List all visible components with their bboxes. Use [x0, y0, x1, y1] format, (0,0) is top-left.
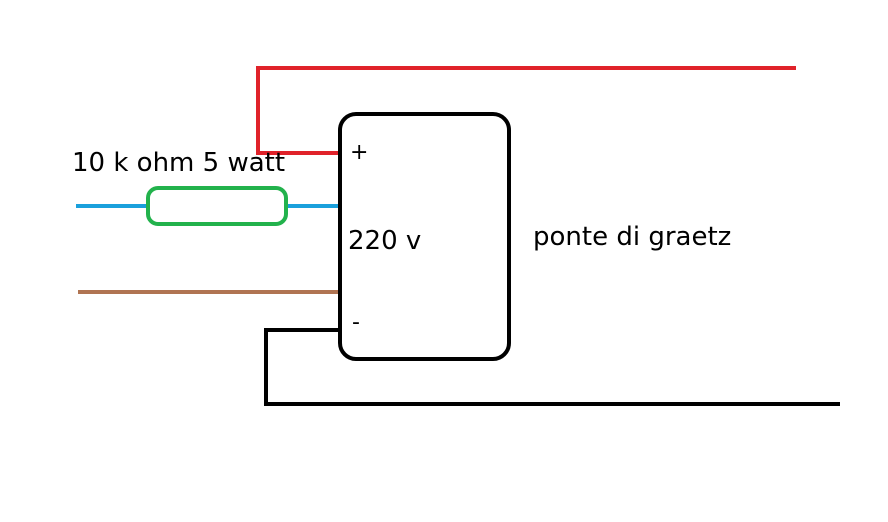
resistor-body: [146, 186, 288, 226]
resistor-label: 10 k ohm 5 watt: [72, 148, 286, 178]
bridge-rectifier-label: ponte di graetz: [533, 222, 732, 252]
positive-wire: [256, 66, 796, 155]
positive-terminal-label: +: [350, 140, 369, 165]
negative-terminal-label: -: [352, 310, 360, 335]
bridge-rectifier-box: [338, 112, 511, 361]
voltage-label: 220 v: [348, 226, 422, 256]
negative-wire: [264, 328, 840, 406]
